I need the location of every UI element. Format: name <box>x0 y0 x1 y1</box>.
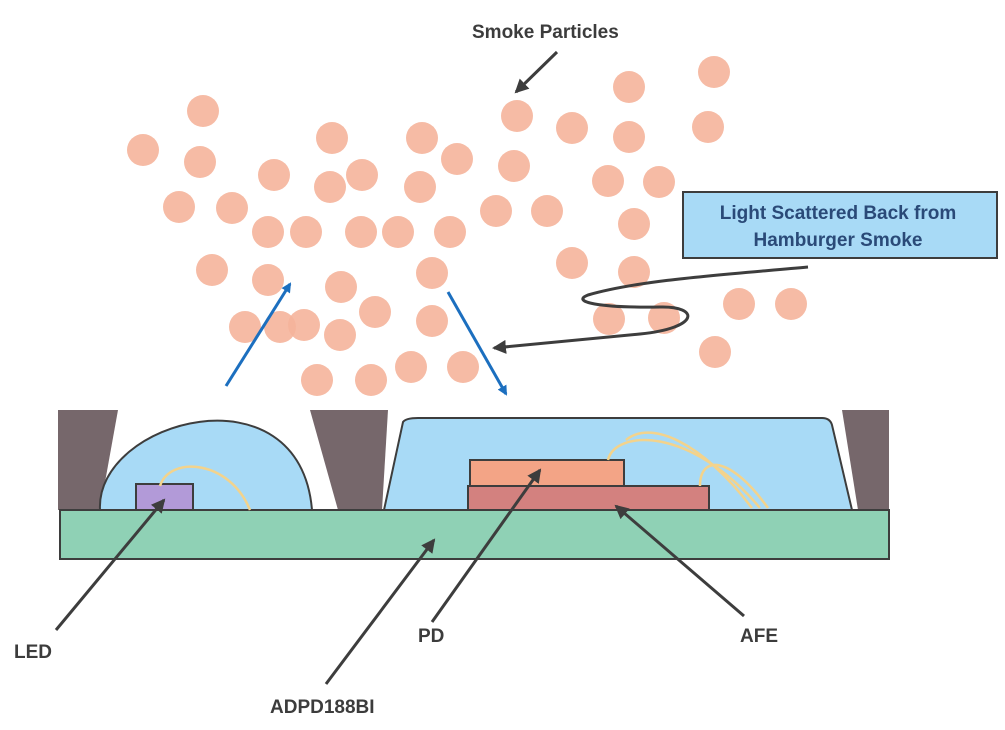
pd-chip <box>469 459 625 487</box>
callout-line-1: Light Scattered Back from <box>720 203 957 224</box>
emitted-light-arrow <box>224 282 292 387</box>
callout-pointer-squiggle <box>492 265 809 354</box>
smoke-particle <box>216 192 248 224</box>
smoke-particle <box>404 171 436 203</box>
afe-bond-wire-1 <box>606 438 761 509</box>
afe-label: AFE <box>740 626 778 647</box>
smoke-particle <box>406 122 438 154</box>
smoke-particle <box>325 271 357 303</box>
chip-label: ADPD188BI <box>270 697 375 718</box>
smoke-particle <box>613 71 645 103</box>
smoke-particle <box>163 191 195 223</box>
smoke-particle <box>723 288 755 320</box>
smoke-particle <box>613 121 645 153</box>
smoke-particle <box>618 256 650 288</box>
smoke-particle <box>355 364 387 396</box>
led-pointer <box>54 498 166 631</box>
returned-light-arrow <box>446 291 508 396</box>
smoke-particle <box>314 171 346 203</box>
smoke-particle <box>324 319 356 351</box>
smoke-particle <box>698 56 730 88</box>
afe-pointer <box>614 504 745 618</box>
smoke-particle <box>447 351 479 383</box>
smoke-particle <box>346 159 378 191</box>
smoke-particle <box>416 257 448 289</box>
smoke-particle <box>252 264 284 296</box>
smoke-particle <box>290 216 322 248</box>
pd-label: PD <box>418 626 444 647</box>
smoke-particle <box>184 146 216 178</box>
smoke-particle <box>382 216 414 248</box>
smoke-particle <box>252 216 284 248</box>
chip-pointer <box>324 538 436 685</box>
smoke-particle <box>699 336 731 368</box>
smoke-particle <box>345 216 377 248</box>
smoke-particle <box>264 311 296 343</box>
led-bond-wire <box>158 465 252 511</box>
afe-chip <box>467 485 710 511</box>
smoke-particle-cloud <box>127 56 807 396</box>
smoke-particle <box>498 150 530 182</box>
smoke-particle <box>501 100 533 132</box>
afe-bond-wire-3 <box>698 463 770 509</box>
smoke-particle <box>301 364 333 396</box>
housing-wall-right <box>842 410 889 510</box>
smoke-particle <box>316 122 348 154</box>
smoke-particle <box>593 303 625 335</box>
callout-line-2: Hamburger Smoke <box>754 230 923 251</box>
led-lens-dome <box>98 419 314 511</box>
smoke-particle <box>531 195 563 227</box>
led-label: LED <box>14 642 52 663</box>
smoke-particle <box>434 216 466 248</box>
smoke-particle <box>187 95 219 127</box>
smoke-particle <box>775 288 807 320</box>
led-chip <box>135 483 194 511</box>
smoke-particle <box>556 247 588 279</box>
smoke-particle <box>592 165 624 197</box>
smoke-particle <box>359 296 391 328</box>
smoke-particle <box>692 111 724 143</box>
smoke-particle <box>618 208 650 240</box>
smoke-particle <box>441 143 473 175</box>
smoke-particle <box>643 166 675 198</box>
callout-box <box>682 191 998 259</box>
pd-pointer <box>430 468 542 623</box>
smoke-particle <box>127 134 159 166</box>
afe-bond-wire-2 <box>625 431 753 509</box>
smoke-particle <box>416 305 448 337</box>
smoke-particle <box>395 351 427 383</box>
smoke-particle <box>258 159 290 191</box>
smoke-particles-label: Smoke Particles <box>472 22 619 43</box>
smoke-particle <box>196 254 228 286</box>
substrate-board <box>59 509 890 560</box>
smoke-particle <box>480 195 512 227</box>
smoke-particle <box>288 309 320 341</box>
housing-wall-middle <box>310 410 388 510</box>
smoke-particle <box>648 302 680 334</box>
smoke-particles-pointer <box>514 50 559 94</box>
smoke-particle <box>556 112 588 144</box>
smoke-particle <box>229 311 261 343</box>
